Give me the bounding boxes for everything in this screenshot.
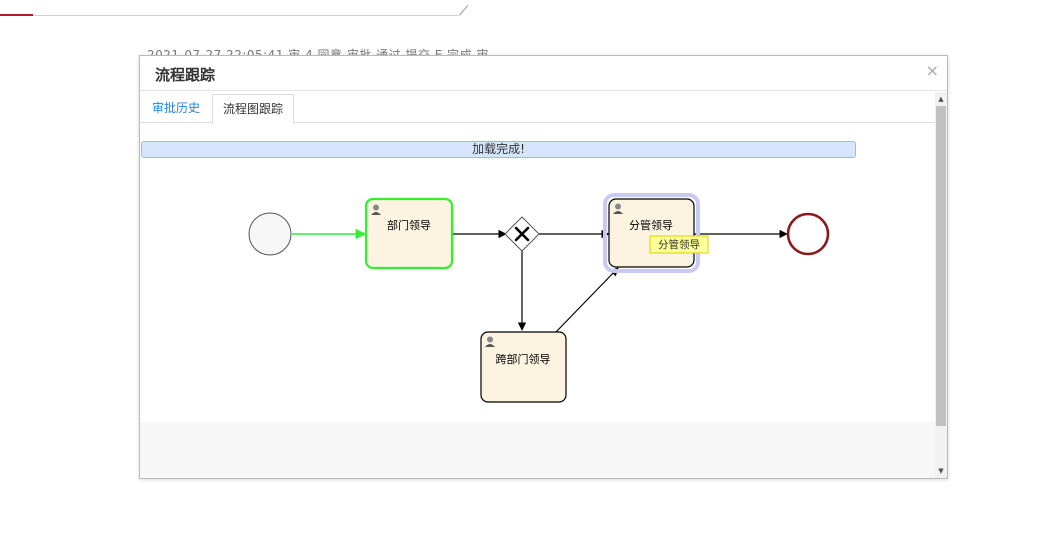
scroll-thumb[interactable] [936,106,946,426]
user-icon [371,204,381,215]
process-diagram: 部门领导 分管领导 [248,193,830,403]
user-icon [485,336,495,347]
tab-bar: 审批历史 流程图跟踪 [140,91,935,124]
task-division-leader[interactable]: 分管领导 [603,193,700,273]
page-divider [33,15,458,16]
canvas-footer-area [140,422,935,478]
dialog-body: 审批历史 流程图跟踪 加载完成! [140,91,935,478]
process-diagram-canvas: 部门领导 分管领导 [142,158,851,422]
user-icon [613,203,623,214]
page-accent-bar [0,14,33,16]
tooltip-label: 分管领导 [658,238,700,251]
task-label: 部门领导 [387,218,431,232]
dialog-title: 流程跟踪 [155,66,216,84]
exclusive-gateway[interactable] [504,216,540,252]
close-icon[interactable]: × [925,61,939,80]
gateway-x-icon [514,226,530,242]
load-status-bar: 加载完成! [141,141,856,158]
background-table-row: 2021-07-27 22:05:41 审 4 同意 审批 通过 提交 E 完成… [147,48,489,55]
tab-flowchart-tracking[interactable]: 流程图跟踪 [212,94,295,124]
scroll-down-icon[interactable]: ▼ [938,467,944,475]
tab-approval-history[interactable]: 审批历史 [152,101,201,115]
task-dept-leader[interactable]: 部门领导 [364,197,454,270]
task-label: 跨部门领导 [496,352,551,366]
page-divider-mark [458,5,469,16]
task-cross-dept-leader[interactable]: 跨部门领导 [480,331,567,403]
vertical-scrollbar[interactable]: ▲ ▼ [935,92,947,478]
scroll-up-icon[interactable]: ▲ [938,95,944,103]
flow-cross-to-division [555,267,619,333]
dialog-header: 流程跟踪 × [140,56,947,91]
end-event[interactable] [786,212,830,256]
task-label: 分管领导 [629,218,673,232]
process-tracking-dialog: 流程跟踪 × 审批历史 流程图跟踪 加载完成! [139,55,948,479]
start-event[interactable] [248,212,292,256]
task-tooltip: 分管领导 [649,235,709,254]
